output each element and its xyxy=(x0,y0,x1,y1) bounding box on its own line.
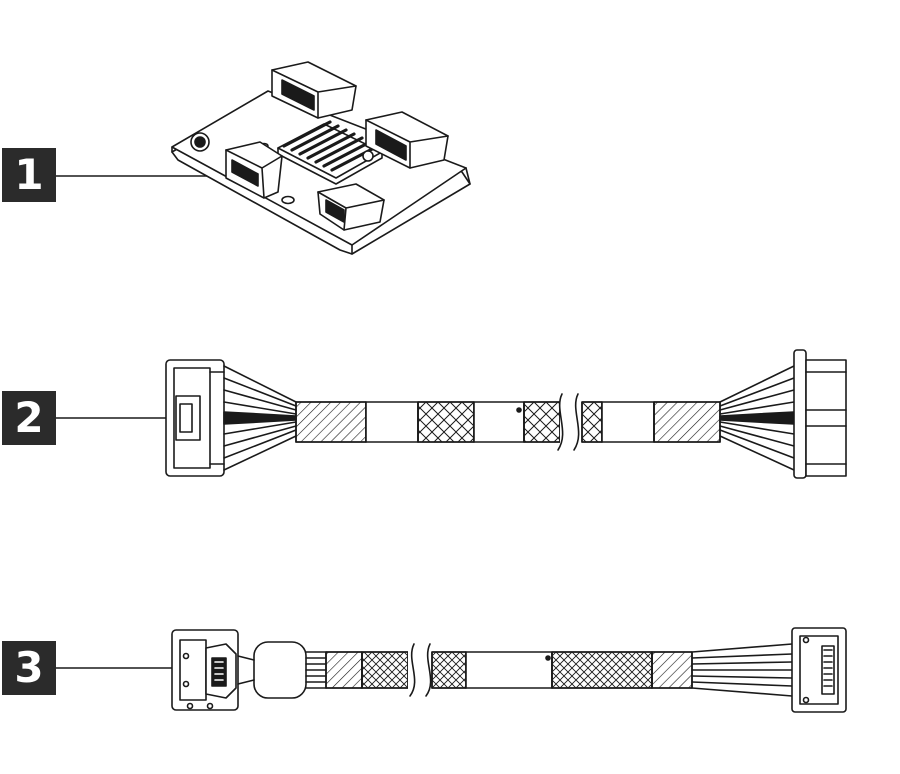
cable-3-boot xyxy=(253,641,307,699)
callout-badge-1: 1 xyxy=(2,148,56,202)
callout-badge-2: 2 xyxy=(2,391,56,445)
connector-left xyxy=(225,141,283,199)
connector-top xyxy=(271,61,357,119)
cable-3-wires-right xyxy=(691,643,793,697)
connector-right xyxy=(365,111,449,169)
callout-label-1: 1 xyxy=(14,150,44,199)
connector-bottom xyxy=(317,183,385,231)
cable-2-wires-left xyxy=(223,365,297,471)
cable-3-wires-left xyxy=(305,651,327,689)
cable-3-right-connector xyxy=(791,627,847,713)
cable-3 xyxy=(55,627,847,713)
cable-2-right-connector xyxy=(793,349,847,479)
cable-3-left-connector xyxy=(171,629,239,711)
adapter-board xyxy=(55,61,471,255)
cable-2-sleeve xyxy=(295,393,721,451)
callout-label-2: 2 xyxy=(14,393,44,442)
callout-badge-3: 3 xyxy=(2,641,56,695)
callout-label-3: 3 xyxy=(14,643,44,692)
cable-2-left-connector xyxy=(165,359,225,477)
cable-3-sleeve xyxy=(325,643,693,697)
board-component xyxy=(190,132,374,162)
cable-2-wires-right xyxy=(719,365,795,471)
cable-2 xyxy=(55,349,847,479)
